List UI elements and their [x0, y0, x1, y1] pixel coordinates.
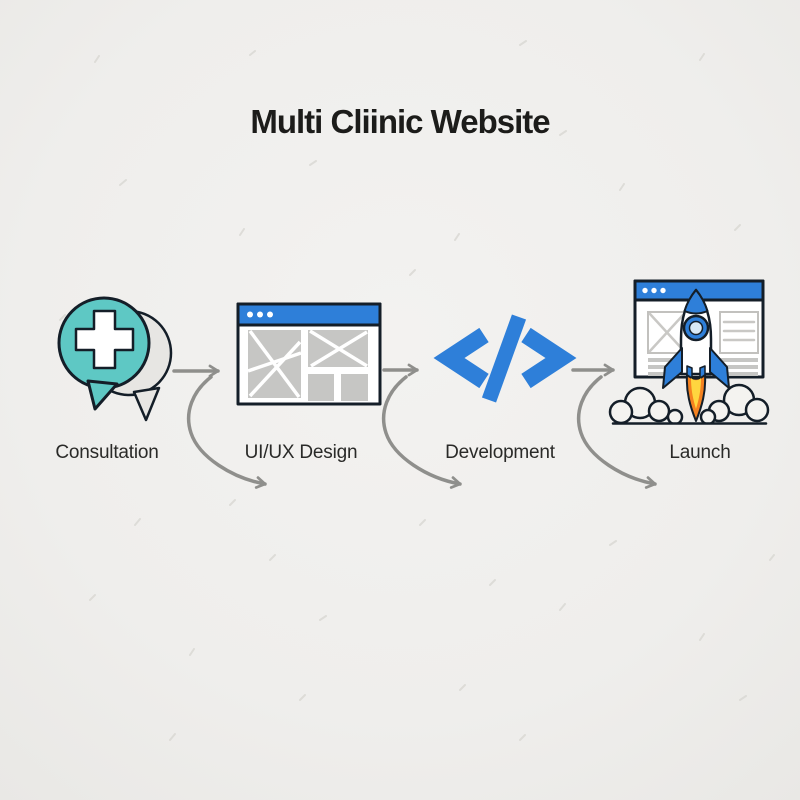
speckle-texture	[59, 40, 775, 741]
flow-arrows	[172, 363, 657, 489]
curve-arrow-1	[186, 375, 267, 489]
step-label-uiux-design: UI/UX Design	[244, 442, 358, 463]
medical-chat-bubble-icon	[57, 296, 173, 422]
curve-arrow-2	[381, 375, 462, 489]
browser-dots	[247, 311, 273, 318]
right-angle-bracket	[521, 327, 577, 389]
browser-dots	[642, 287, 666, 294]
curve-arrow-3	[576, 375, 657, 489]
browser-title-bar	[236, 302, 382, 327]
rocket-launch-browser-icon	[608, 279, 770, 425]
rocket-flame-inner	[691, 378, 701, 409]
rocket-nose-cone	[683, 289, 709, 315]
code-brackets-icon	[433, 314, 577, 403]
step-label-development: Development	[445, 442, 555, 463]
page-title: Multi Cliinic Website	[250, 103, 550, 140]
teal-bubble-tail	[86, 379, 119, 411]
step-label-launch: Launch	[669, 442, 731, 463]
left-angle-bracket	[433, 327, 489, 389]
left-fin	[662, 347, 683, 389]
medical-cross-icon	[74, 309, 135, 370]
launch-clouds	[608, 383, 770, 424]
step-label-consultation: Consultation	[55, 442, 159, 463]
porthole-glass	[688, 320, 704, 336]
wireframe-blocks	[247, 329, 368, 401]
back-bubble-tail	[132, 386, 161, 422]
code-slash	[481, 314, 527, 403]
browser-wireframe-icon	[236, 302, 382, 406]
